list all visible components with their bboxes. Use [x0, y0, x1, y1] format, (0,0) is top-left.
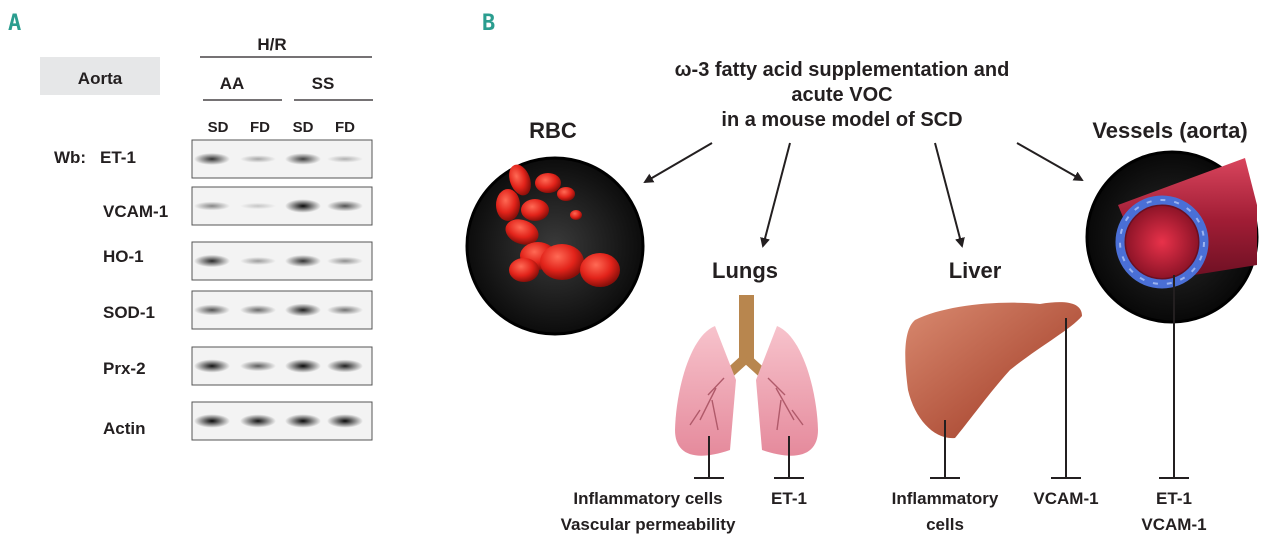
outcome-text: ET-1: [1156, 489, 1192, 508]
blot-strip-actin: [191, 401, 373, 441]
blot-rows: ET-1 VCAM-1 HO-1 SOD-1 Prx-2 Actin: [100, 148, 168, 438]
blot-label: Actin: [103, 419, 146, 438]
diet-labels: SD FD SD FD: [208, 119, 356, 136]
outcome-text: Inflammatory: [892, 489, 999, 508]
blot-band: [194, 153, 230, 165]
blot-band: [240, 414, 276, 428]
blot-band: [327, 256, 363, 266]
lungs-illustration: [675, 295, 818, 456]
diet-label: SD: [293, 119, 314, 136]
title-line: ω-3 fatty acid supplementation and: [675, 59, 1010, 81]
vessels-label: Vessels (aorta): [1092, 118, 1247, 143]
vessel-illustration: [1085, 150, 1259, 324]
blot-strip-ho-1: [191, 241, 373, 281]
diet-label: FD: [335, 119, 355, 136]
blot-band: [285, 414, 321, 428]
blot-label: Prx-2: [103, 359, 146, 378]
blot-label: ET-1: [100, 148, 136, 167]
title-line: acute VOC: [791, 84, 892, 106]
condition-label: H/R: [257, 35, 286, 54]
panel-b-letter: B: [482, 11, 495, 36]
outcome-text: VCAM-1: [1141, 515, 1206, 534]
blot-band: [285, 255, 321, 267]
blot-band: [194, 304, 230, 316]
blot-band: [327, 414, 363, 428]
liver-label: Liver: [949, 258, 1002, 283]
rbc-label: RBC: [529, 118, 577, 143]
blot-band: [240, 155, 276, 163]
genotype-label-ss: SS: [312, 74, 335, 93]
blot-band: [194, 254, 230, 268]
outcome-text: ET-1: [771, 489, 807, 508]
blot-band: [285, 359, 321, 373]
liver-illustration: [905, 302, 1082, 439]
blot-band: [194, 201, 230, 211]
arrow-to-rbc: [643, 142, 713, 184]
blot-strip-sod-1: [191, 290, 373, 330]
blot-band: [240, 360, 276, 372]
blot-label: HO-1: [103, 247, 144, 266]
outcome-text: VCAM-1: [1033, 489, 1098, 508]
outcome-text: cells: [926, 515, 964, 534]
lungs-label: Lungs: [712, 258, 778, 283]
blot-band: [285, 303, 321, 317]
arrow-to-lungs: [760, 142, 791, 248]
blot-band: [327, 305, 363, 315]
blot-band: [240, 257, 276, 265]
outcome-text: Vascular permeability: [561, 515, 736, 534]
tissue-label-box: [40, 57, 160, 95]
diet-label: FD: [250, 119, 270, 136]
title-line: in a mouse model of SCD: [721, 109, 962, 131]
blot-label: VCAM-1: [103, 202, 168, 221]
blot-band: [285, 153, 321, 165]
blot-band: [240, 202, 276, 210]
blot-label: SOD-1: [103, 303, 155, 322]
blot-band: [194, 359, 230, 373]
blot-band: [194, 414, 230, 428]
blot-band: [327, 155, 363, 163]
blot-strip-et-1: [191, 139, 373, 179]
tissue-label: Aorta: [78, 69, 123, 88]
outcome-text: Inflammatory cells: [573, 489, 722, 508]
panel-a-letter: A: [8, 11, 21, 36]
wb-prefix: Wb:: [54, 148, 86, 167]
blot-strip-prx-2: [191, 346, 373, 386]
blot-band: [327, 200, 363, 212]
blot-band: [240, 305, 276, 315]
blot-band: [327, 359, 363, 373]
diet-label: SD: [208, 119, 229, 136]
blot-strip-vcam-1: [191, 186, 373, 226]
arrow-to-liver: [934, 142, 965, 248]
blot-band: [285, 199, 321, 213]
rbc-illustration: [465, 156, 645, 336]
genotype-label-aa: AA: [220, 74, 245, 93]
arrow-to-vessels: [1016, 142, 1084, 181]
